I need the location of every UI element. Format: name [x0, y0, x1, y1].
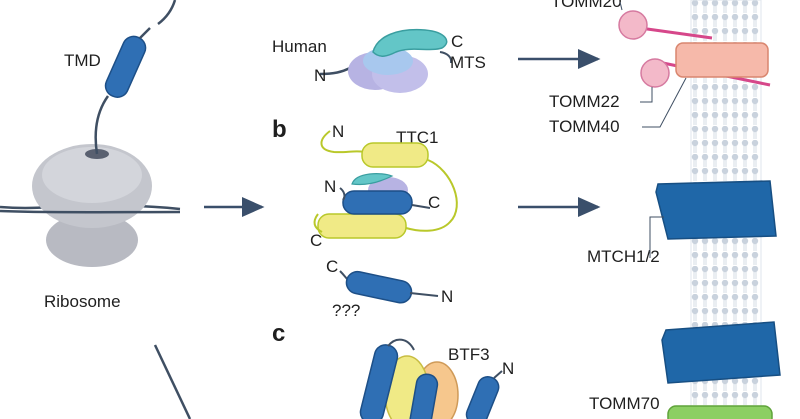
tom-complex: [618, 10, 771, 88]
tomm40-label: TOMM40: [549, 117, 620, 136]
btf3-label: BTF3: [448, 345, 490, 364]
ttc1-complex: [313, 130, 458, 239]
tomm20-label: TOMM20: [551, 0, 622, 11]
tomm22-label: TOMM22: [549, 92, 620, 111]
ttc1-n-terminus: N: [332, 122, 344, 141]
tmd-helix: [104, 35, 147, 98]
btf3-complex: [359, 338, 503, 419]
mtch-label: MTCH1/2: [587, 247, 660, 266]
human-chaperone-complex: [319, 28, 453, 93]
tomm70-label: TOMM70: [589, 394, 660, 413]
tmd-n-terminus: N: [324, 177, 336, 196]
human-c-terminus: C: [451, 32, 463, 51]
human-label: Human: [272, 37, 327, 56]
unknown-c-terminus: C: [326, 257, 338, 276]
ttc1-c-terminus: C: [310, 231, 322, 250]
mtch-insertase: [655, 180, 777, 240]
tmd-c-terminus: C: [428, 193, 440, 212]
tomm70-receptor: [661, 321, 781, 419]
unknown-n-terminus: N: [441, 287, 453, 306]
btf3-n-terminus: N: [502, 359, 514, 378]
ribosome: [0, 144, 181, 267]
nascent-chain: [94, 95, 110, 155]
mts-label: MTS: [450, 53, 486, 72]
panel-b-label: b: [272, 116, 287, 143]
ribosome-label: Ribosome: [44, 292, 121, 311]
tmd-label: TMD: [64, 51, 101, 70]
panel-c-label: c: [272, 320, 285, 347]
unknown-factor-label: ???: [332, 301, 360, 320]
unknown-helix: [339, 270, 439, 304]
human-n-terminus: N: [314, 66, 326, 85]
